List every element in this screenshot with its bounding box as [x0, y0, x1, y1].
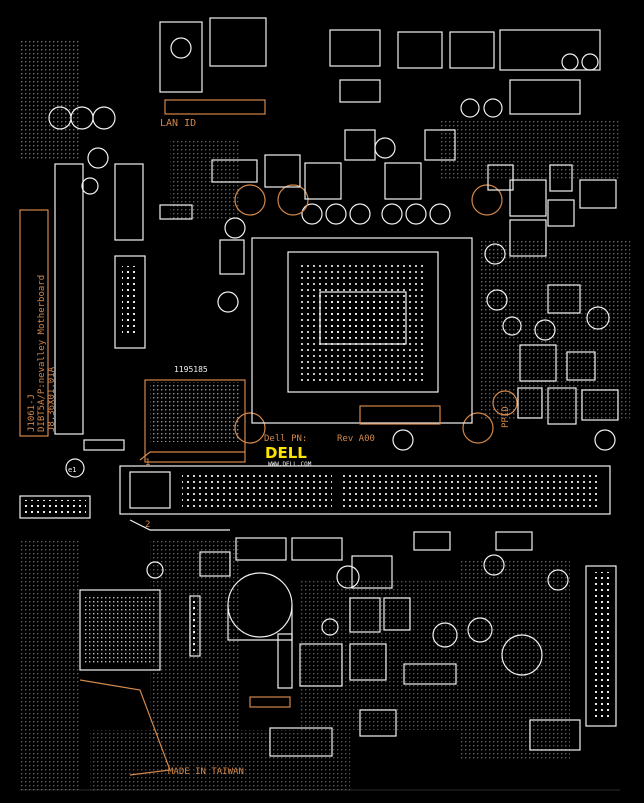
ppid-label: PPID — [501, 406, 511, 428]
made-in-label: MADE IN TAIWAN — [168, 767, 244, 777]
vrm-chokes — [211, 129, 619, 425]
rev-label: Rev A00 — [337, 434, 375, 444]
slot-1-label: 1 — [145, 458, 150, 468]
dell-pn-label: Dell PN: — [264, 434, 307, 444]
dimm-slot: 1 2 — [119, 458, 611, 530]
cpu-socket: 1195185 — [174, 237, 473, 425]
slot-2-label: 2 — [145, 520, 150, 530]
orange-outlines — [19, 209, 49, 437]
lan-id-label: LAN ID — [160, 118, 196, 129]
silkscreen-lines — [20, 451, 620, 791]
capacitors — [48, 53, 616, 676]
left-connectors: e1 — [19, 163, 246, 519]
dell-logo: DELL WWW.DELL.COM — [265, 444, 312, 468]
lower-components — [79, 531, 617, 757]
orange-ring-capacitors — [234, 184, 518, 444]
e-mark: e1 — [68, 466, 76, 474]
dell-url: WWW.DELL.COM — [268, 461, 312, 468]
component-texture — [20, 40, 630, 790]
model-line-2: DIBT5A/P:nevalley Motherboard — [37, 275, 47, 432]
model-text: J1061-J DIBT5A/P:nevalley Motherboard J8… — [27, 275, 57, 432]
socket-code: 1195185 — [174, 365, 208, 374]
model-line-1: J1061-J — [27, 394, 37, 432]
dell-logo-text: DELL — [265, 444, 307, 462]
model-line-3: J8.36X01.01A — [47, 366, 57, 432]
rear-io-connectors — [159, 17, 601, 115]
